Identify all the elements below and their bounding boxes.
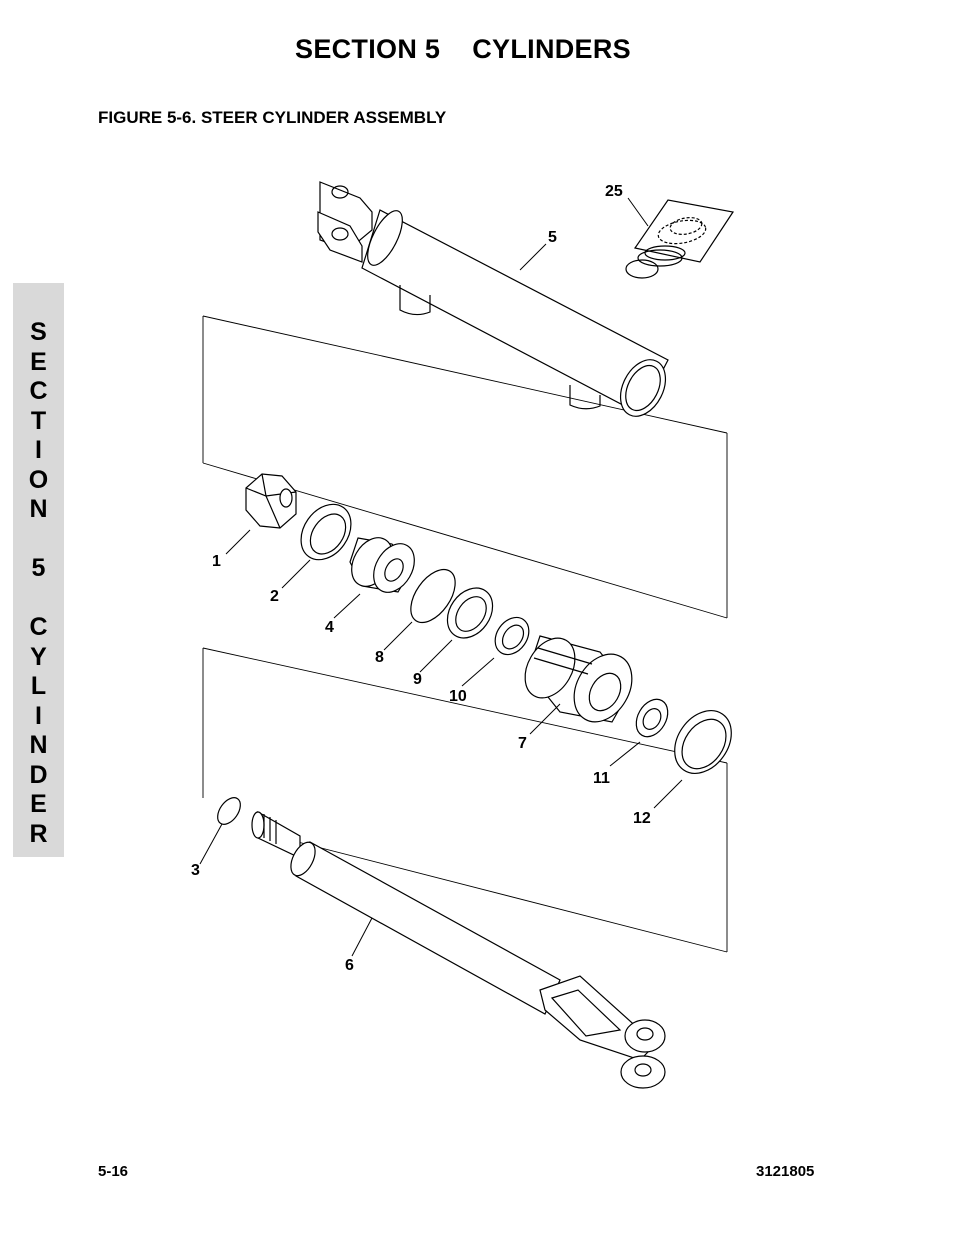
page-number: 5-16 xyxy=(98,1163,129,1180)
side-tab-letter: N xyxy=(29,731,48,759)
side-tab-letter: N xyxy=(29,495,48,523)
callout-1: 1 xyxy=(212,553,221,570)
callout-6: 6 xyxy=(345,957,354,974)
piston-rod-part xyxy=(251,810,666,1089)
o-ring-part xyxy=(410,568,456,624)
figure-title: FIGURE 5-6. STEER CYLINDER ASSEMBLY xyxy=(98,108,447,127)
rod-o-ring-part xyxy=(217,797,241,825)
seal-part xyxy=(494,616,530,656)
side-tab-letter: T xyxy=(30,406,47,435)
callout-5: 5 xyxy=(548,229,557,246)
wiper-part xyxy=(300,503,352,561)
callout-labels: 25 5 1 2 4 8 9 10 7 11 12 3 6 xyxy=(191,183,651,974)
side-tab-letter: C xyxy=(29,613,48,641)
callout-3: 3 xyxy=(191,862,200,879)
callout-7: 7 xyxy=(518,735,527,752)
section-side-tab: S E C T I O N 5 C Y L I N D E R xyxy=(13,283,64,857)
callout-12: 12 xyxy=(633,810,651,827)
side-tab-letter: O xyxy=(28,465,49,494)
callout-8: 8 xyxy=(375,649,384,666)
side-tab-letter: I xyxy=(35,701,42,730)
callout-2: 2 xyxy=(270,588,279,605)
backup-ring-part xyxy=(446,587,494,639)
wear-ring-part xyxy=(635,698,669,738)
callout-4: 4 xyxy=(325,619,334,636)
callout-25: 25 xyxy=(605,183,623,200)
seal-kit-part xyxy=(625,199,734,279)
callout-10: 10 xyxy=(449,688,467,705)
section-number: SECTION 5 xyxy=(295,34,441,64)
document-number: 3121805 xyxy=(756,1163,815,1180)
callout-11: 11 xyxy=(593,770,610,787)
section-name: CYLINDERS xyxy=(472,34,631,64)
side-tab-letter: S xyxy=(30,318,47,346)
side-tab-letter: L xyxy=(30,672,47,700)
cylinder-barrel-part xyxy=(317,181,669,417)
side-tab-letter: 5 xyxy=(31,554,46,582)
side-tab-letter: E xyxy=(30,347,47,376)
side-tab-letter: C xyxy=(29,377,48,405)
piston-part xyxy=(524,635,633,723)
lock-ring-part xyxy=(674,710,732,774)
callout-leader-lines xyxy=(199,197,683,957)
side-tab-letter: E xyxy=(30,790,47,818)
side-tab-letters: S E C T I O N 5 C Y L I N D E R xyxy=(13,318,64,849)
side-tab-letter: D xyxy=(29,760,48,789)
nut-part xyxy=(245,473,297,529)
side-tab-letter: I xyxy=(35,436,42,464)
section-title: SECTION 5 CYLINDERS xyxy=(0,34,926,65)
side-tab-letter: Y xyxy=(30,642,47,671)
side-tab-letter: R xyxy=(29,819,48,848)
callout-9: 9 xyxy=(413,671,422,688)
cylinder-head-part xyxy=(349,537,415,593)
